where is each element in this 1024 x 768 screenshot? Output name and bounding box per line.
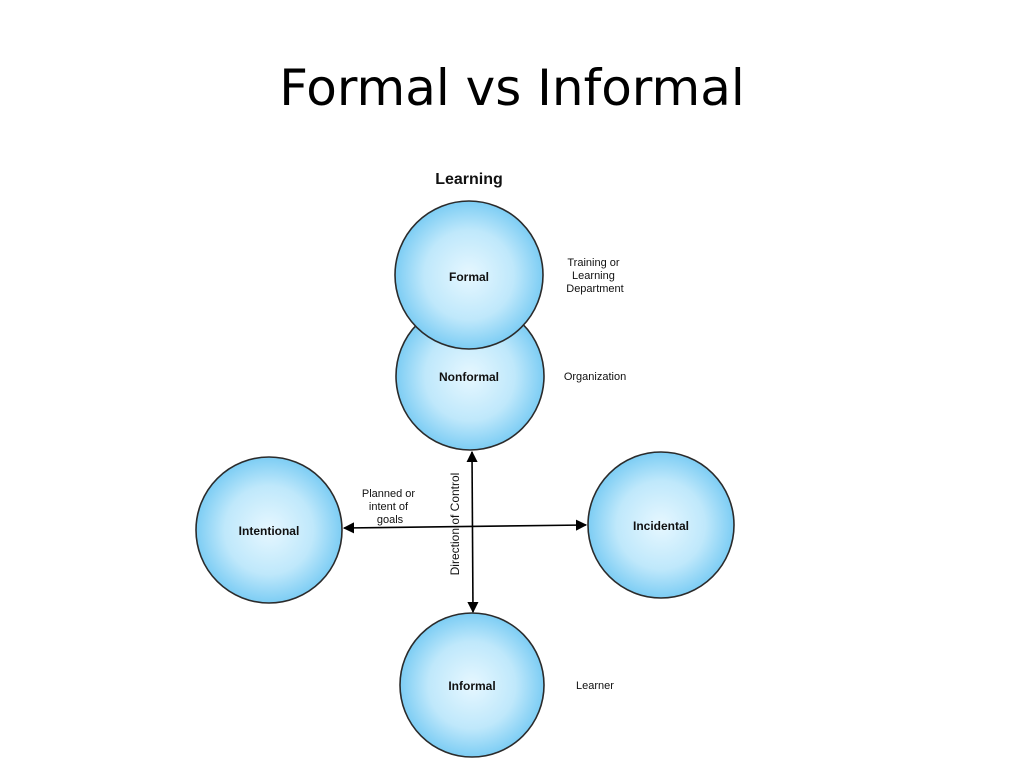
node-informal-label: Informal xyxy=(448,679,495,693)
planned-intent-label-line-3: goals xyxy=(377,514,404,526)
planned-intent-label-line-1: Planned or xyxy=(362,488,416,500)
horizontal-axis-arrow xyxy=(342,519,588,534)
diagram-heading: Learning xyxy=(435,171,503,188)
node-nonformal-label: Nonformal xyxy=(439,370,499,384)
informal-side-label: Learner xyxy=(576,680,614,692)
node-informal: Informal xyxy=(399,612,545,758)
nonformal-side-label: Organization xyxy=(564,371,626,383)
formal-side-label-line-3: Department xyxy=(566,283,623,295)
formal-side-label-line-1: Training or xyxy=(567,257,620,269)
planned-intent-label-line-2: intent of xyxy=(369,501,409,513)
vertical-axis-arrow xyxy=(466,450,479,614)
slide-title: Formal vs Informal xyxy=(279,59,745,117)
node-formal-label: Formal xyxy=(449,270,489,284)
node-incidental: Incidental xyxy=(587,451,735,599)
node-incidental-label: Incidental xyxy=(633,519,689,533)
axis-label-direction-of-control: Direction of Control xyxy=(448,473,462,576)
planned-intent-label: Planned or intent of goals xyxy=(362,488,418,526)
formal-side-label-line-2: Learning xyxy=(572,270,615,282)
formal-side-label: Training or Learning Department xyxy=(566,257,623,295)
node-formal: Formal xyxy=(394,200,544,350)
node-intentional-label: Intentional xyxy=(239,524,300,538)
node-intentional: Intentional xyxy=(195,456,343,604)
